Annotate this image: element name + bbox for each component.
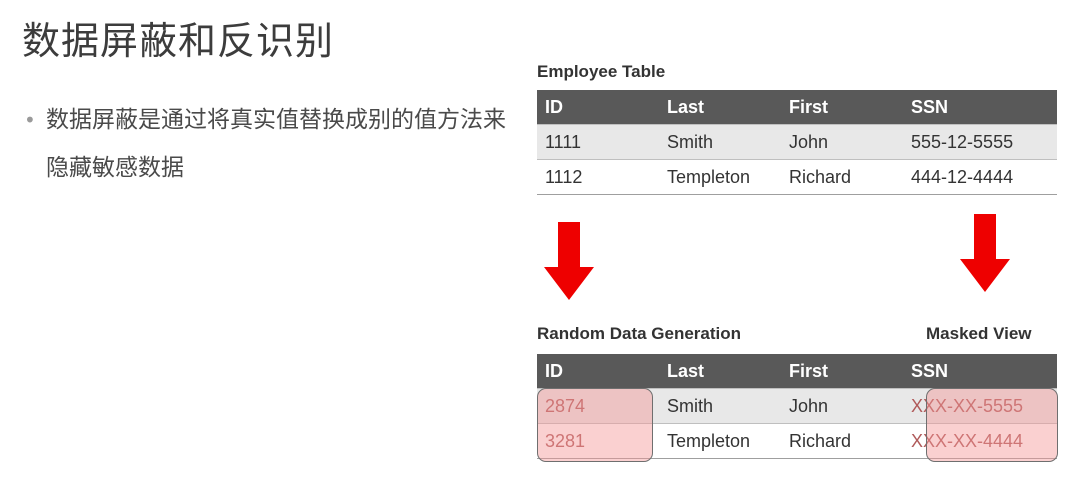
cell-first: John: [781, 388, 903, 424]
slide-title: 数据屏蔽和反识别: [22, 19, 335, 63]
masked-view-caption: Masked View: [926, 324, 1032, 343]
bullet-text: 数据屏蔽是通过将真实值替换成别的值方法来隐藏敏感数据: [46, 107, 506, 181]
masked-table: ID Last First SSN 2874 Smith John XXX-XX…: [537, 354, 1057, 459]
random-data-generation-caption: Random Data Generation: [537, 324, 742, 343]
employee-table: ID Last First SSN 1111 Smith John 555-12…: [537, 90, 1057, 195]
table-row: 3281 Templeton Richard XXX-XX-4444: [537, 423, 1057, 459]
cell-first: Richard: [781, 159, 903, 195]
header-ssn: SSN: [903, 354, 1057, 389]
cell-last: Smith: [659, 124, 781, 160]
cell-last: Templeton: [659, 159, 781, 195]
cell-ssn: XXX-XX-5555: [903, 388, 1057, 424]
header-id: ID: [537, 354, 659, 389]
table-header-row: ID Last First SSN: [537, 90, 1057, 125]
header-last: Last: [659, 90, 781, 125]
cell-ssn: 444-12-4444: [903, 159, 1057, 195]
cell-id: 2874: [537, 388, 659, 424]
employee-table-caption: Employee Table: [537, 62, 666, 81]
cell-id: 1111: [537, 124, 659, 160]
cell-first: Richard: [781, 423, 903, 459]
bullet-item: • 数据屏蔽是通过将真实值替换成别的值方法来隐藏敏感数据: [24, 96, 524, 192]
cell-last: Smith: [659, 388, 781, 424]
header-first: First: [781, 90, 903, 125]
down-arrow-icon: [544, 222, 594, 300]
header-id: ID: [537, 90, 659, 125]
header-first: First: [781, 354, 903, 389]
table-row: 1111 Smith John 555-12-5555: [537, 124, 1057, 160]
cell-id: 3281: [537, 423, 659, 459]
header-ssn: SSN: [903, 90, 1057, 125]
cell-last: Templeton: [659, 423, 781, 459]
cell-ssn: XXX-XX-4444: [903, 423, 1057, 459]
table-header-row: ID Last First SSN: [537, 354, 1057, 389]
down-arrow-icon: [960, 214, 1010, 292]
header-last: Last: [659, 354, 781, 389]
cell-first: John: [781, 124, 903, 160]
cell-id: 1112: [537, 159, 659, 195]
cell-ssn: 555-12-5555: [903, 124, 1057, 160]
table-row: 1112 Templeton Richard 444-12-4444: [537, 159, 1057, 195]
table-row: 2874 Smith John XXX-XX-5555: [537, 388, 1057, 424]
bullet-dot-icon: •: [24, 108, 36, 132]
